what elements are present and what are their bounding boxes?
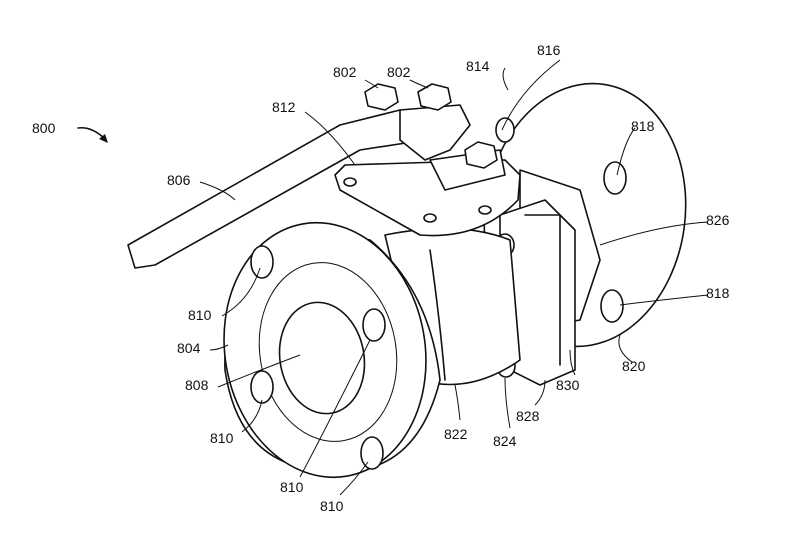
leader-lines: [199, 59, 709, 496]
label-812: 812: [272, 99, 296, 115]
label-822: 822: [444, 426, 468, 442]
label-810: 810: [210, 430, 234, 446]
label-818: 818: [631, 118, 655, 134]
bolt-hole: [495, 117, 515, 143]
bolt-hole: [600, 289, 624, 323]
label-800: 800: [32, 120, 56, 136]
label-814: 814: [466, 58, 490, 74]
bolt-hole: [360, 436, 384, 470]
label-802: 802: [333, 64, 357, 80]
bolt-hole: [603, 161, 627, 195]
label-828: 828: [516, 408, 540, 424]
label-810: 810: [320, 498, 344, 514]
label-802: 802: [387, 64, 411, 80]
label-810: 810: [280, 479, 304, 495]
bolt-hole: [362, 308, 386, 342]
label-806: 806: [167, 172, 191, 188]
bolt-hole: [250, 370, 274, 404]
nut: [364, 83, 498, 169]
label-804: 804: [177, 340, 201, 356]
left-flange: [223, 221, 441, 479]
label-826: 826: [706, 212, 730, 228]
bore: [278, 301, 366, 415]
label-824: 824: [493, 433, 517, 449]
label-820: 820: [622, 358, 646, 374]
label-808: 808: [185, 377, 209, 393]
bolt-hole: [250, 245, 274, 279]
reference-labels: 800 802 802 814 816 812 818 806 826 818 …: [32, 42, 730, 514]
label-830: 830: [556, 377, 580, 393]
label-818: 818: [706, 285, 730, 301]
label-816: 816: [537, 42, 561, 58]
label-810: 810: [188, 307, 212, 323]
